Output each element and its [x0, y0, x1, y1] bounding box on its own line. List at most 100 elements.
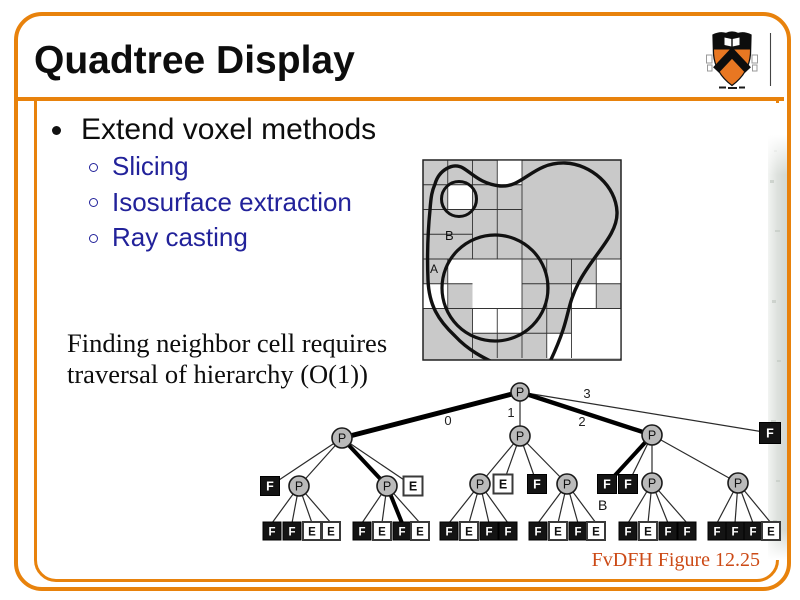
svg-text:F: F: [358, 526, 365, 538]
circle-bullet-icon: [89, 233, 98, 243]
svg-text:P: P: [648, 477, 656, 491]
empty-cell: [472, 259, 522, 309]
svg-text:P: P: [516, 430, 524, 444]
tree-node-F: [528, 521, 548, 541]
svg-text:P: P: [476, 478, 484, 492]
slide-title: Quadtree Display: [34, 39, 355, 82]
edge-label: 0: [444, 413, 451, 428]
svg-text:F: F: [445, 526, 452, 538]
tree-node-F: [260, 476, 280, 496]
tree-node-F: [498, 521, 518, 541]
svg-text:E: E: [308, 526, 316, 538]
svg-text:E: E: [499, 478, 507, 492]
figure-caption: FvDFH Figure 12.25: [591, 549, 760, 571]
node-b-label: B: [598, 497, 607, 513]
svg-text:F: F: [485, 526, 492, 538]
tree-node-P: [469, 473, 491, 495]
svg-text:F: F: [288, 526, 295, 538]
big-hole-circle: [440, 233, 550, 343]
svg-text:E: E: [416, 526, 424, 538]
tree-node-E: [402, 475, 424, 497]
empty-cell: [447, 259, 473, 284]
tree-node-F: [352, 521, 372, 541]
svg-text:E: E: [767, 526, 775, 538]
circle-bullet-icon: [89, 162, 98, 172]
empty-cell: [472, 308, 498, 334]
note-text: Finding neighbor cell requires traversal…: [67, 328, 388, 389]
svg-text:F: F: [603, 478, 611, 492]
sub-bullet-isosurface: Isosurface extraction: [89, 186, 352, 217]
tree-edges: [269, 391, 772, 524]
tree-node-E: [761, 521, 781, 541]
tree-node-F: [527, 474, 547, 494]
tree-node-F: [759, 422, 781, 444]
sub-bullet-text: Ray casting: [112, 222, 248, 252]
svg-text:P: P: [516, 386, 524, 400]
edge-label: 3: [583, 386, 590, 401]
tree-node-P: [509, 425, 531, 447]
svg-text:F: F: [533, 478, 541, 492]
sub-bullet-text: Slicing: [112, 151, 189, 181]
svg-text:E: E: [554, 526, 562, 538]
bullet-item: Extend voxel methods: [52, 113, 376, 146]
tree-node-F: [618, 521, 638, 541]
quadtree-grid-figure: AB: [422, 159, 622, 361]
shield-left-ornament: [706, 54, 713, 72]
tree-node-P: [727, 472, 749, 494]
tree-node-P: [641, 472, 663, 494]
title-separator-line: [16, 97, 784, 101]
circle-bullet-icon: [89, 198, 98, 208]
shield-chevron: [713, 47, 751, 73]
tree-node-F: [262, 521, 282, 541]
sub-bullet-slicing: Slicing: [89, 152, 189, 181]
svg-text:P: P: [338, 432, 346, 446]
sub-bullet-text: Isosurface extraction: [112, 186, 352, 217]
svg-text:F: F: [266, 480, 274, 494]
tree-node-P: [641, 424, 663, 446]
tree-node-F: [282, 521, 302, 541]
edge-label: 1: [507, 405, 514, 420]
shield-right-ornament: [751, 54, 758, 72]
svg-text:P: P: [383, 480, 391, 494]
svg-text:P: P: [734, 477, 742, 491]
tree-node-E: [638, 521, 658, 541]
small-hole-circle: [440, 180, 478, 218]
slide-outer-border: [14, 12, 791, 591]
tree-node-P: [510, 382, 530, 402]
tree-node-P: [288, 475, 310, 497]
svg-text:F: F: [624, 478, 632, 492]
svg-text:F: F: [731, 526, 738, 538]
svg-text:F: F: [398, 526, 405, 538]
svg-text:E: E: [592, 526, 600, 538]
svg-text:E: E: [378, 526, 386, 538]
svg-text:P: P: [563, 478, 571, 492]
svg-text:F: F: [683, 526, 690, 538]
tree-node-F: [658, 521, 678, 541]
svg-text:E: E: [327, 526, 335, 538]
bullet-icon: [52, 126, 61, 135]
tree-node-E: [321, 521, 341, 541]
empty-cell: [596, 259, 621, 284]
svg-text:F: F: [574, 526, 581, 538]
svg-text:F: F: [664, 526, 671, 538]
empty-cell: [571, 308, 621, 358]
tree-node-E: [548, 521, 568, 541]
tree-node-F: [439, 521, 459, 541]
tree-node-P: [376, 475, 398, 497]
svg-text:E: E: [644, 526, 652, 538]
tree-node-E: [586, 521, 606, 541]
object-outline: [425, 161, 619, 360]
empty-cell: [447, 184, 473, 210]
shield-motto: [719, 86, 745, 89]
svg-text:E: E: [409, 480, 417, 494]
sub-bullet-raycasting: Ray casting: [89, 223, 248, 252]
tree-node-F: [677, 521, 697, 541]
svg-text:F: F: [268, 526, 275, 538]
tree-node-F: [618, 474, 638, 494]
tree-node-E: [410, 521, 430, 541]
svg-text:F: F: [534, 526, 541, 538]
svg-text:E: E: [465, 526, 473, 538]
tree-node-E: [459, 521, 479, 541]
